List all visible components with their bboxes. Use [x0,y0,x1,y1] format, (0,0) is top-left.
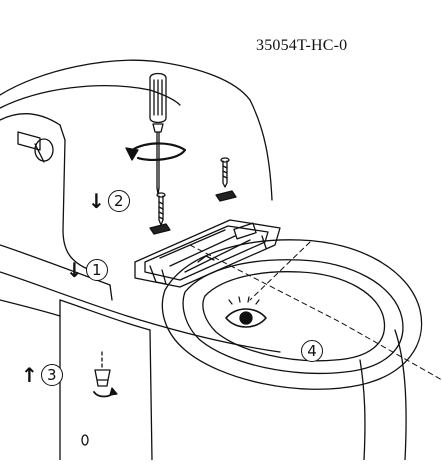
down-arrow-icon: ↓ [88,189,105,213]
toilet-body [0,99,407,461]
eye-icon [225,296,267,328]
screw-icon [156,192,166,226]
down-arrow-icon: ↓ [66,258,83,282]
screwdriver-icon [149,72,167,195]
sight-line [189,244,442,381]
tank [0,59,251,141]
bowl-rim [161,239,423,390]
step-number-3: 3 [40,364,63,386]
bolt-hole [81,434,89,446]
flush-handle-icon [17,131,54,163]
step-2-label: ↓ 2 [88,190,130,212]
step-number-2: 2 [107,190,130,212]
step-4-label: 4 [301,340,323,362]
step-number-1: 1 [85,259,108,281]
step-1-label: ↓ 1 [66,259,108,281]
up-arrow-icon: ↑ [21,363,38,387]
step-3-label: ↑ 3 [21,364,63,386]
step-number-4: 4 [301,340,323,362]
rotate-arrow-icon [125,142,187,161]
screw-icon-2 [220,157,230,188]
mounting-nut-icon [94,351,111,387]
sight-line-2 [249,241,311,301]
seat-bracket-icon [134,219,281,288]
rubber-washer-icon [149,190,237,235]
reference-code: 35054T-HC-0 [256,37,348,54]
rotate-small-arrow-icon [93,387,118,398]
